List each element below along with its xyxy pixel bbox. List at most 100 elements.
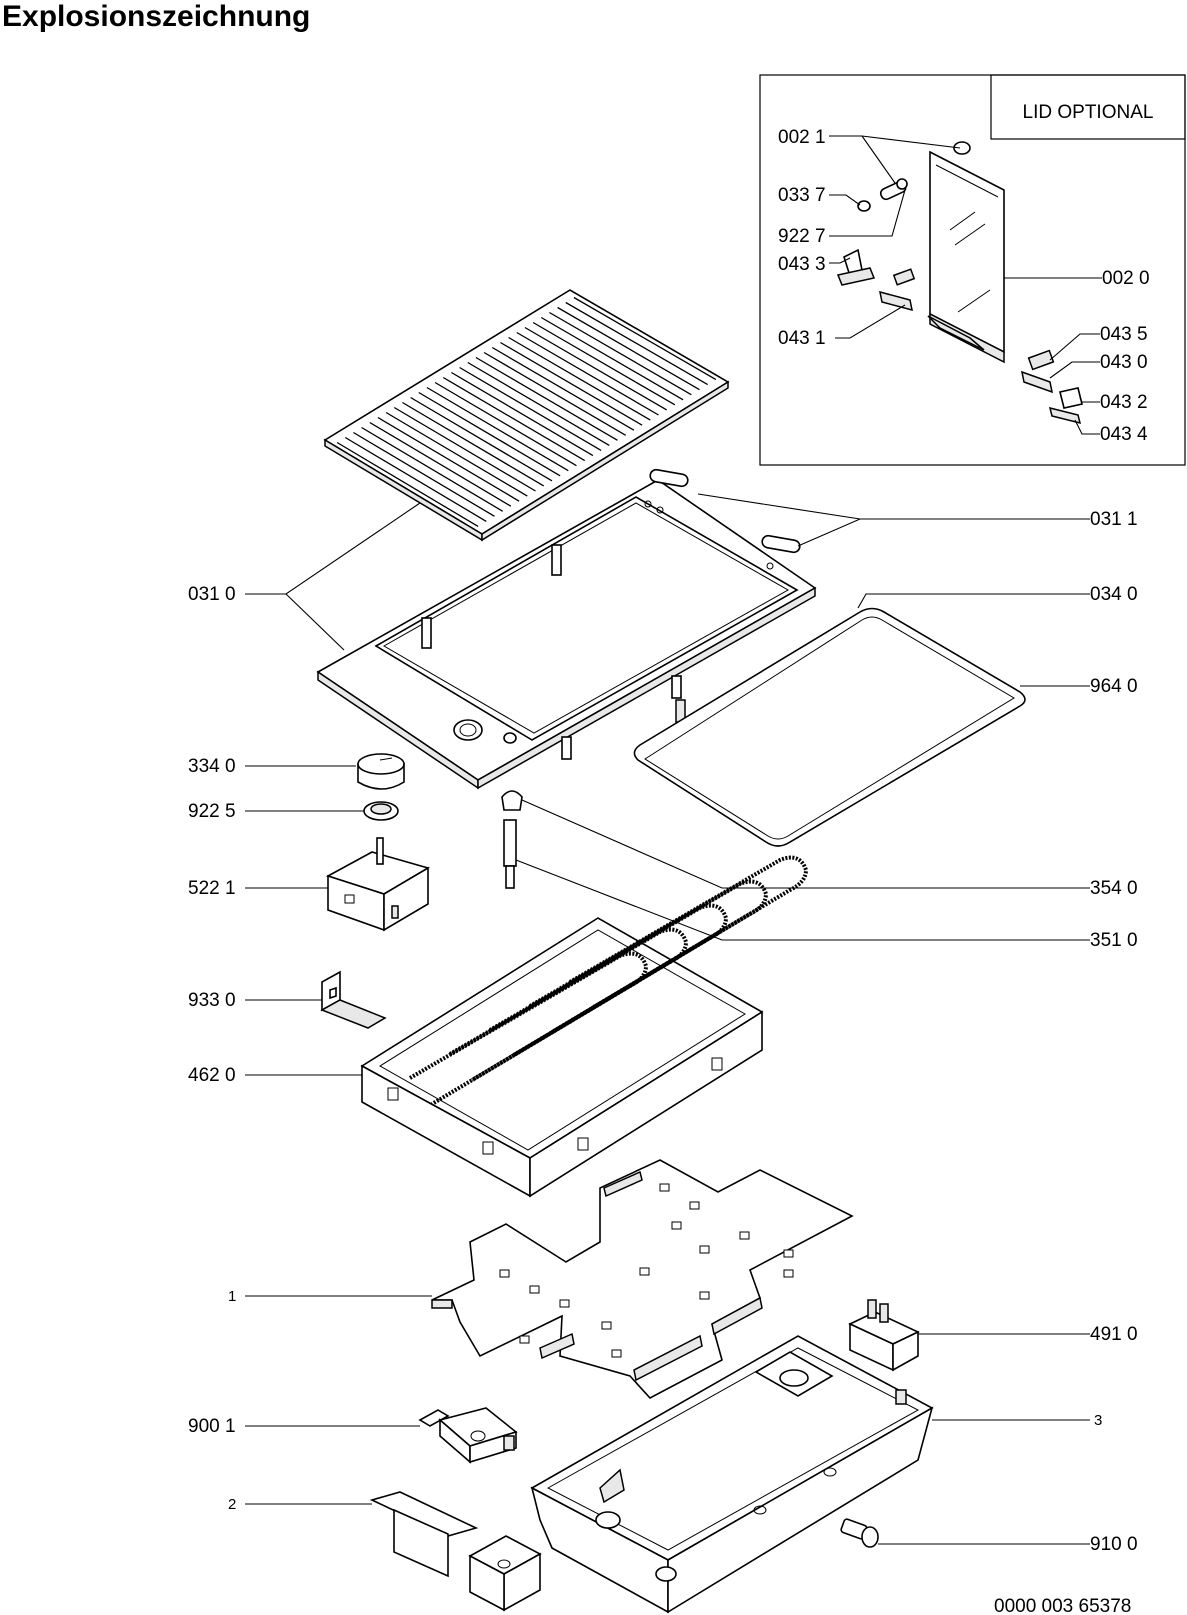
plate-hole: [699, 1245, 710, 1254]
label-964-0: 964 0: [1090, 676, 1138, 697]
grate-bar: [573, 296, 717, 381]
grate-bar: [418, 391, 561, 477]
label-2: 2: [228, 1496, 236, 1513]
label-922-5: 922 5: [188, 801, 236, 822]
label-043-0: 043 0: [1100, 352, 1148, 373]
grate-bar: [459, 366, 602, 452]
mount-900-1-part: [418, 1407, 518, 1464]
mount-2-part: [369, 1491, 542, 1612]
frame-part: [316, 479, 817, 790]
plate-hole: [601, 1321, 612, 1330]
plate-hole: [611, 1349, 622, 1358]
grate-bar: [508, 336, 651, 421]
grate-bar: [524, 326, 668, 411]
grate-bar: [336, 441, 479, 528]
plate-hole: [671, 1221, 682, 1230]
label-491-0: 491 0: [1090, 1324, 1138, 1345]
grate-bar: [344, 436, 487, 522]
ring-part: [363, 801, 399, 821]
grate-bar: [410, 396, 553, 482]
hinge-parts: [836, 178, 1083, 425]
lid-leader-lines: [829, 135, 1102, 435]
label-031-0: 031 0: [188, 584, 236, 605]
grate-bar: [369, 421, 512, 507]
grate-bar: [532, 321, 676, 406]
grate-bar: [442, 376, 586, 462]
grate-bar: [483, 351, 627, 436]
grate-bar: [565, 301, 709, 386]
leader-lines: [245, 493, 1090, 1545]
screw-part: [840, 1518, 879, 1548]
gasket-part: [633, 607, 1026, 847]
plate-hole: [739, 1231, 750, 1240]
label-002-0: 002 0: [1102, 268, 1150, 289]
cover-caps-part: [649, 468, 801, 554]
button-part: [501, 790, 523, 811]
label-900-1: 900 1: [188, 1416, 236, 1437]
label-462-0: 462 0: [188, 1065, 236, 1086]
grate-bar: [451, 371, 594, 457]
plate-hole: [659, 1183, 670, 1192]
lid-optional-title: LID OPTIONAL: [1023, 102, 1154, 123]
plate-hole: [699, 1291, 710, 1300]
glass-lid-part: [927, 141, 1005, 364]
heating-coil: [568, 855, 809, 1010]
heating-tray-part: [360, 855, 809, 1198]
switch-part: [325, 837, 431, 932]
grate-bar: [385, 411, 528, 497]
label-1: 1: [228, 1288, 236, 1305]
plate-hole: [689, 1201, 700, 1210]
page-title: Explosionszeichnung: [2, 0, 311, 33]
label-002-1: 002 1: [778, 127, 826, 148]
base-plate-part: [431, 1159, 854, 1399]
label-522-1: 522 1: [188, 878, 236, 899]
plate-hole: [559, 1299, 570, 1308]
label-043-5: 043 5: [1100, 324, 1148, 345]
label-043-4: 043 4: [1100, 424, 1148, 445]
heating-coil: [488, 903, 729, 1058]
label-910-0: 910 0: [1090, 1534, 1138, 1555]
grate-bar: [426, 386, 569, 472]
grate-bar: [393, 406, 536, 492]
grate-bar: [540, 316, 684, 401]
grate-bar: [549, 311, 692, 396]
label-034-0: 034 0: [1090, 584, 1138, 605]
label-351-0: 351 0: [1090, 930, 1138, 951]
bracket-part: [320, 970, 387, 1029]
grate-bar: [361, 426, 504, 512]
label-922-7: 922 7: [778, 226, 826, 247]
label-031-1: 031 1: [1090, 509, 1138, 530]
label-3: 3: [1094, 1412, 1102, 1429]
grate-bar: [467, 361, 610, 446]
heating-coil: [528, 879, 769, 1034]
plate-hole: [783, 1249, 794, 1258]
knob-part: [357, 753, 405, 790]
label-334-0: 334 0: [188, 756, 236, 777]
plate-hole: [783, 1269, 794, 1278]
document-number: 0000 003 65378: [994, 1596, 1131, 1615]
label-043-3: 043 3: [778, 254, 826, 275]
label-933-0: 933 0: [188, 990, 236, 1011]
plate-hole: [529, 1285, 540, 1294]
label-043-1: 043 1: [778, 328, 826, 349]
grate-bar: [434, 381, 577, 467]
plate-hole: [499, 1269, 510, 1278]
label-354-0: 354 0: [1090, 878, 1138, 899]
grate-bar: [491, 346, 635, 431]
grill-grate-part: [323, 289, 730, 542]
connector-part: [848, 1299, 920, 1372]
plate-hole: [519, 1335, 530, 1344]
grate-bar: [402, 401, 545, 487]
label-033-7: 033 7: [778, 185, 826, 206]
grate-bar: [516, 331, 659, 416]
label-043-2: 043 2: [1100, 392, 1148, 413]
grate-bar: [475, 356, 618, 441]
grate-bar: [377, 416, 520, 502]
part-labels: 031 1 031 0 034 0 964 0 334 0 922 5 522 …: [188, 509, 1138, 1615]
housing-part: [530, 1335, 934, 1614]
plate-hole: [639, 1267, 650, 1276]
lid-optional-box: LID OPTIONAL: [759, 74, 1186, 466]
grate-bar: [557, 306, 700, 391]
grate-bar: [353, 431, 495, 517]
